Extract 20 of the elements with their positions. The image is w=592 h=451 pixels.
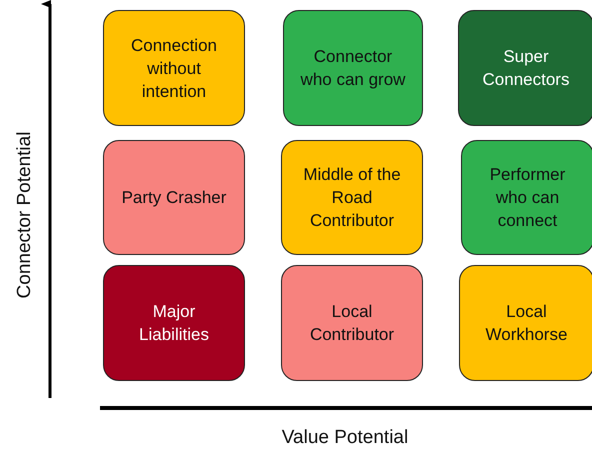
category-text: Local Workhorse <box>484 301 568 346</box>
category-box <box>458 10 592 126</box>
category-text: Connection without intention <box>130 34 218 102</box>
category-box <box>281 140 423 255</box>
category-text: Party Crasher <box>120 187 228 209</box>
category-text: Major Liabilities <box>138 301 210 346</box>
category-box <box>461 140 592 255</box>
category-box <box>103 265 245 381</box>
category-box <box>459 265 592 381</box>
category-box <box>103 10 245 126</box>
category-box <box>103 140 245 255</box>
axis-label: Value Potential <box>282 427 408 449</box>
axis-label: Connector Potential <box>14 132 36 298</box>
category-box <box>281 265 423 381</box>
category-text: Super Connectors <box>482 46 570 91</box>
category-box <box>283 10 423 126</box>
category-text: Connector who can grow <box>300 46 406 91</box>
category-text: Middle of the Road Contributor <box>302 164 402 232</box>
category-text: Local Contributor <box>308 301 396 346</box>
category-text: Performer who can connect <box>488 164 566 232</box>
